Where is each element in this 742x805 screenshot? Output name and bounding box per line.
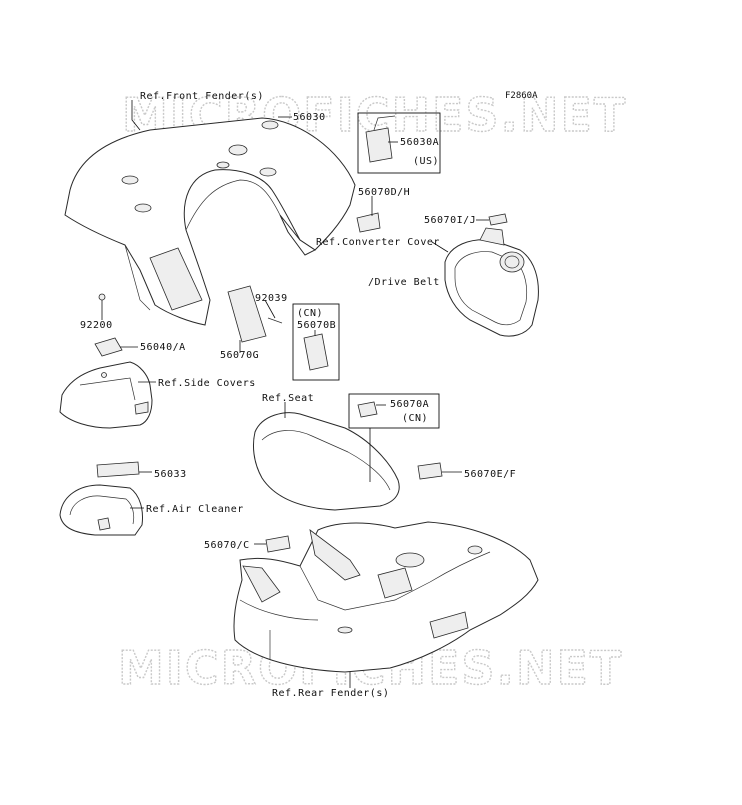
label-seat: Ref.Seat xyxy=(262,393,314,404)
label-air-cleaner: Ref.Air Cleaner xyxy=(146,504,244,515)
label-56070B: 56070B xyxy=(297,320,336,331)
label-rear-fender: Ref.Rear Fender(s) xyxy=(272,688,389,699)
label-56070G: 56070G xyxy=(220,350,259,361)
label-56030A: 56030A xyxy=(400,137,439,148)
front-fender xyxy=(64,117,356,326)
label-56070C: 56070/C xyxy=(204,540,250,551)
decal-56070A xyxy=(357,401,378,418)
label-56040A: 56040/A xyxy=(140,342,186,353)
decal-56070EF xyxy=(417,462,443,480)
side-cover xyxy=(59,361,153,429)
decal-56070C xyxy=(265,535,291,553)
label-us: (US) xyxy=(413,156,439,167)
air-cleaner xyxy=(59,484,143,536)
label-56070IJ: 56070I/J xyxy=(424,215,476,226)
screw-92200 xyxy=(98,293,106,301)
label-cn-2: (CN) xyxy=(402,413,428,424)
fender-grommet-56030 xyxy=(261,120,279,130)
decal-56030A xyxy=(365,115,396,163)
converter-cover xyxy=(444,227,539,337)
box-56070B xyxy=(292,303,340,381)
decal-56070B xyxy=(303,333,329,371)
box-56070A xyxy=(348,393,440,429)
label-front-fender: Ref.Front Fender(s) xyxy=(140,91,264,102)
decal-56033 xyxy=(96,461,140,478)
label-cn-1: (CN) xyxy=(297,308,323,319)
label-56033: 56033 xyxy=(154,469,187,480)
label-56070EF: 56070E/F xyxy=(464,469,516,480)
decal-56070IJ xyxy=(488,213,508,226)
decal-56040A xyxy=(94,337,123,357)
label-92039: 92039 xyxy=(255,293,288,304)
decal-56070DH xyxy=(356,212,381,233)
label-converter-cover-2: /Drive Belt xyxy=(368,277,440,288)
box-56030A xyxy=(357,112,441,174)
label-converter-cover-1: Ref.Converter Cover xyxy=(316,237,440,248)
label-side-covers: Ref.Side Covers xyxy=(158,378,256,389)
label-56070DH: 56070D/H xyxy=(358,187,410,198)
label-92200: 92200 xyxy=(80,320,113,331)
rear-fender xyxy=(233,521,539,673)
clip-92039 xyxy=(267,317,283,324)
decal-56070G xyxy=(227,285,267,343)
label-56070A: 56070A xyxy=(390,399,429,410)
label-56030: 56030 xyxy=(293,112,326,123)
seat xyxy=(253,412,400,511)
diagram-code: F2860A xyxy=(505,91,538,101)
